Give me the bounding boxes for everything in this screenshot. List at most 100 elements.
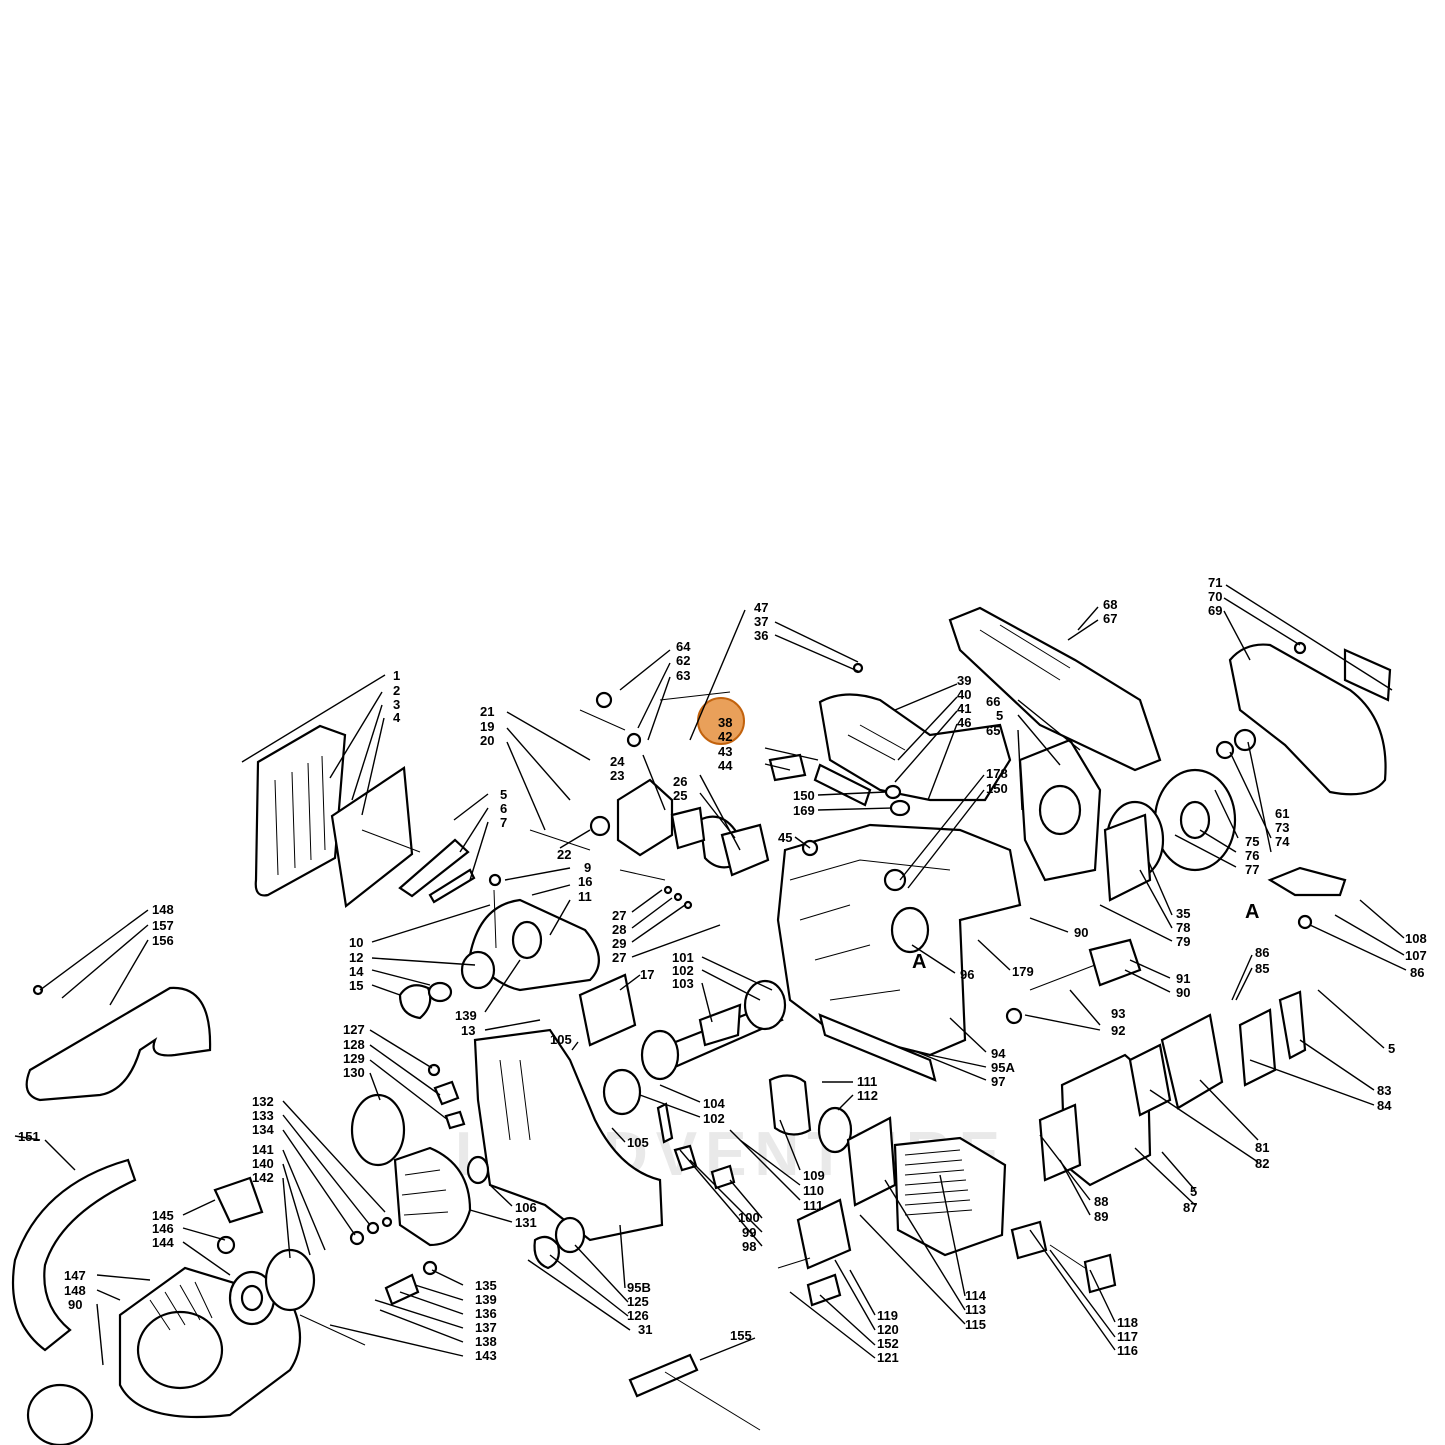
callout-102: 102 (672, 963, 694, 978)
callout-140: 140 (252, 1156, 274, 1171)
guide-bar-plate (948, 606, 1162, 772)
callout-93: 93 (1111, 1006, 1125, 1021)
callout-27-2: 27 (612, 950, 626, 965)
callout-31: 31 (638, 1322, 652, 1337)
callout-87: 87 (1183, 1200, 1197, 1215)
callout-99: 99 (742, 1225, 756, 1240)
callout-142: 142 (252, 1170, 274, 1185)
callout-121: 121 (877, 1350, 899, 1365)
callout-84: 84 (1377, 1098, 1392, 1113)
callout-37: 37 (754, 614, 768, 629)
callout-74: 74 (1275, 834, 1290, 849)
callout-1: 1 (393, 668, 400, 683)
callout-134: 134 (252, 1122, 274, 1137)
callout-141: 141 (252, 1142, 274, 1157)
callout-27: 27 (612, 908, 626, 923)
oil-tank (578, 973, 637, 1047)
callout-133: 133 (252, 1108, 274, 1123)
callout-144: 144 (152, 1235, 174, 1250)
callout-36: 36 (754, 628, 768, 643)
callout-102-b: 102 (703, 1111, 725, 1126)
flywheel (393, 1146, 472, 1247)
callout-79: 79 (1176, 934, 1190, 949)
starter-cover-disc (26, 1383, 94, 1445)
callout-178: 178 (986, 766, 1008, 781)
callout-132: 132 (252, 1094, 274, 1109)
callout-labels: 1 2 3 4 5 6 7 9 10 11 12 13 14 15 16 17 … (18, 575, 1427, 1365)
callout-94: 94 (991, 1046, 1006, 1061)
callout-115: 115 (965, 1317, 986, 1332)
handlebar-tube (11, 1158, 137, 1352)
callout-100: 100 (738, 1210, 760, 1225)
callout-83: 83 (1377, 1083, 1391, 1098)
callout-150: 150 (793, 788, 815, 803)
ignition-module (796, 1198, 852, 1270)
callout-104: 104 (703, 1096, 725, 1111)
callout-90: 90 (1074, 925, 1088, 940)
callout-128: 128 (343, 1037, 365, 1052)
callout-111: 111 (857, 1074, 877, 1089)
callout-47: 47 (754, 600, 768, 615)
parts-artwork (11, 606, 1392, 1445)
callout-5: 5 (500, 787, 507, 802)
callout-90-b: 90 (1176, 985, 1190, 1000)
callout-107: 107 (1405, 948, 1427, 963)
callout-98: 98 (742, 1239, 756, 1254)
callout-110: 110 (803, 1183, 824, 1198)
callout-97: 97 (991, 1074, 1005, 1089)
callout-116: 116 (1117, 1343, 1138, 1358)
callout-9: 9 (584, 860, 591, 875)
callout-82: 82 (1255, 1156, 1269, 1171)
callout-21: 21 (480, 704, 494, 719)
callout-7: 7 (500, 815, 507, 830)
callout-143: 143 (475, 1348, 497, 1363)
callout-147: 147 (64, 1268, 86, 1283)
callout-24: 24 (610, 754, 625, 769)
callout-68: 68 (1103, 597, 1117, 612)
callout-26: 26 (673, 774, 687, 789)
callout-39: 39 (957, 673, 971, 688)
callout-62: 62 (676, 653, 690, 668)
callout-155: 155 (730, 1328, 752, 1343)
front-handle (25, 986, 212, 1102)
callout-81: 81 (1255, 1140, 1269, 1155)
callout-129: 129 (343, 1051, 365, 1066)
callout-101: 101 (672, 950, 694, 965)
callout-43: 43 (718, 744, 732, 759)
callout-73: 73 (1275, 820, 1289, 835)
callout-109: 109 (803, 1168, 825, 1183)
callout-15: 15 (349, 978, 363, 993)
callout-139: 139 (455, 1008, 477, 1023)
callout-157: 157 (152, 918, 174, 933)
filter-bracket (398, 838, 470, 898)
callout-95a: 95A (991, 1060, 1015, 1075)
callout-69: 69 (1208, 603, 1222, 618)
callout-136: 136 (475, 1306, 497, 1321)
callout-12: 12 (349, 950, 363, 965)
callout-112: 112 (857, 1088, 878, 1103)
callout-13: 13 (461, 1023, 475, 1038)
piston (768, 1074, 812, 1136)
starter-pulley (264, 1248, 316, 1312)
callout-117: 117 (1117, 1329, 1138, 1344)
callout-38: 38 (718, 715, 732, 730)
callout-131: 131 (515, 1215, 537, 1230)
callout-5-c: 5 (1388, 1041, 1395, 1056)
callout-169: 169 (793, 803, 815, 818)
callout-65: 65 (986, 723, 1000, 738)
callout-90-c: 90 (68, 1297, 82, 1312)
callout-61: 61 (1275, 806, 1289, 821)
callout-148: 148 (152, 902, 174, 917)
callout-67: 67 (1103, 611, 1117, 626)
callout-16: 16 (578, 874, 592, 889)
rear-handle-housing (818, 693, 1012, 802)
callout-126: 126 (627, 1308, 649, 1323)
callout-135: 135 (475, 1278, 497, 1293)
callout-88: 88 (1094, 1194, 1108, 1209)
callout-6: 6 (500, 801, 507, 816)
callout-119: 119 (877, 1308, 898, 1323)
callout-106: 106 (515, 1200, 537, 1215)
callout-17: 17 (640, 967, 654, 982)
callout-151: 151 (18, 1129, 40, 1144)
